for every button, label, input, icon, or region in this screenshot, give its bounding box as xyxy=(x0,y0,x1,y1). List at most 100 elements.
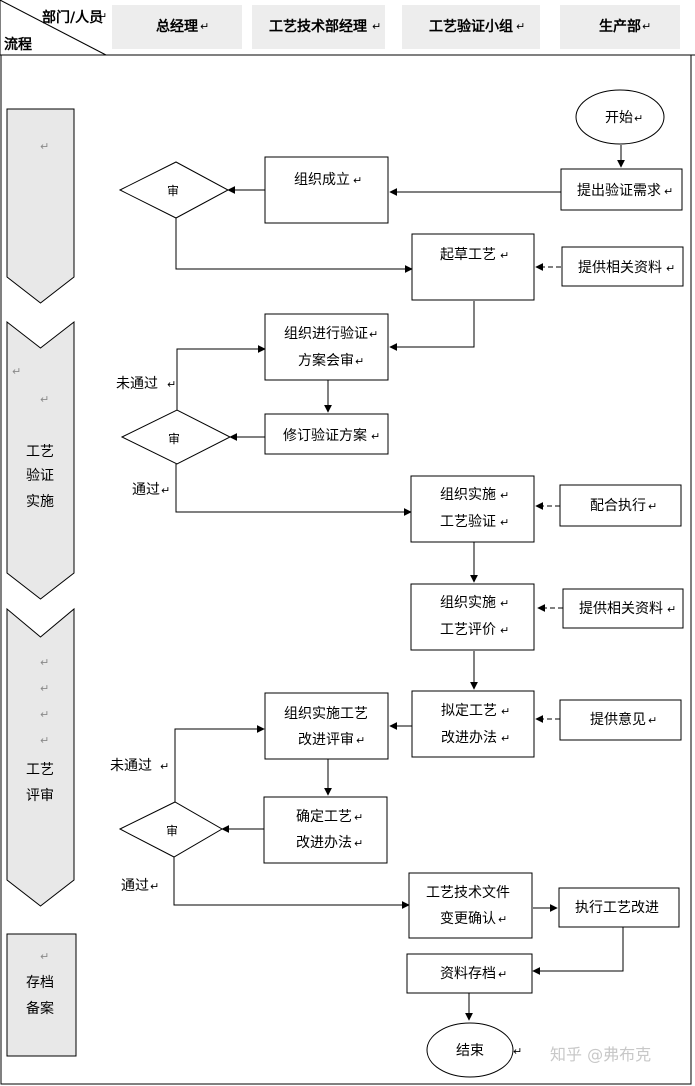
pmark-cooperate: ↵ xyxy=(648,500,657,513)
edge-review2-pass xyxy=(175,464,412,516)
edge-review3-fail xyxy=(174,725,265,802)
node-revise-plan xyxy=(264,413,389,455)
node-review3 xyxy=(118,801,223,858)
header-corner-bottom: 流程 xyxy=(4,36,32,53)
pmark-header-4: ↵ xyxy=(642,20,651,33)
pmark-eval-1: ↵ xyxy=(500,597,509,610)
node-review2 xyxy=(120,409,232,465)
pmark-fail1: ↵ xyxy=(167,378,176,391)
node-implement-verify xyxy=(410,475,535,543)
pmark-revise: ↵ xyxy=(371,430,380,443)
nodes xyxy=(118,89,684,1078)
node-labels: 开始 提出验证需求 组织成立 审 起草工艺 提供相关资料 组织进行验证 方案会审… xyxy=(166,110,663,1059)
edge-label-pass2: 通过 xyxy=(121,878,149,894)
label-draft: 起草工艺 xyxy=(440,247,496,263)
node-end xyxy=(426,1022,514,1078)
phase-3-line-2: ↵ xyxy=(40,682,49,695)
label-revise-plan: 修订验证方案 xyxy=(283,427,367,444)
phase-2-line-2: ↵ xyxy=(40,393,49,406)
header-col-tech-manager: 工艺技术部经理 xyxy=(269,18,367,35)
pmark-pass2: ↵ xyxy=(150,880,159,893)
label-provide-info1: 提供相关资料 xyxy=(578,260,662,276)
label-plan-review-line2: 方案会审 xyxy=(298,352,354,369)
pmark-pass1: ↵ xyxy=(161,484,170,497)
phase-3-arrow xyxy=(6,607,75,907)
pmark-draftimp-1: ↵ xyxy=(501,705,510,718)
phase-1-arrow xyxy=(6,108,75,304)
phase-2-line-5: 实施 xyxy=(26,494,54,510)
pmark-header-corner: ↵ xyxy=(98,10,107,23)
header-cell-tech-manager xyxy=(252,5,385,49)
header-cell-general-manager xyxy=(112,5,242,49)
label-propose: 提出验证需求 xyxy=(577,183,661,199)
phase-4-line-1: ↵ xyxy=(40,950,49,963)
label-implement-eval-line1: 组织实施 xyxy=(440,595,496,611)
phase-2-line-1: ↵ xyxy=(12,365,21,378)
header-col-general-manager: 总经理 xyxy=(156,18,198,35)
phase-4-line-2: 存档 xyxy=(26,975,54,991)
node-provide-opinion xyxy=(559,699,682,741)
phase-2-arrow xyxy=(6,320,75,600)
phase-3-line-4: ↵ xyxy=(40,734,49,747)
label-start: 开始 xyxy=(605,110,633,126)
node-cooperate xyxy=(559,484,682,527)
label-execute-improve: 执行工艺改进 xyxy=(575,900,659,916)
phase-3-line-3: ↵ xyxy=(40,708,49,721)
pmark-organize: ↵ xyxy=(353,174,362,187)
pmark-fail2: ↵ xyxy=(160,760,169,773)
label-implement-verify-line1: 组织实施 xyxy=(440,487,496,503)
phase-4-box xyxy=(6,933,77,1057)
pmark-eval-2: ↵ xyxy=(500,624,509,637)
label-review1: 审 xyxy=(167,183,179,198)
pmark-header-3: ↵ xyxy=(516,20,525,33)
header-col-verify-team: 工艺验证小组 xyxy=(429,18,513,35)
node-draft xyxy=(411,233,535,301)
node-organize-team xyxy=(264,156,389,224)
label-provide-info2: 提供相关资料 xyxy=(579,601,663,617)
label-draft-improve-line2: 改进办法 xyxy=(441,730,497,746)
label-tech-doc-line1: 工艺技术文件 xyxy=(426,885,510,901)
node-confirm-improve xyxy=(263,796,388,864)
pmark-plan-1: ↵ xyxy=(369,328,378,341)
pmark-archive: ↵ xyxy=(498,968,507,981)
node-archive xyxy=(406,953,533,994)
phase-column: ↵ ↵ ↵ 工艺 验证 实施 ↵ ↵ ↵ ↵ 工艺 评审 ↵ 存档 备案 xyxy=(6,108,77,1057)
label-archive: 资料存档 xyxy=(440,966,496,982)
edge-review3-pass xyxy=(173,857,410,909)
node-draft-improve xyxy=(411,690,535,758)
header-corner-diagonal xyxy=(0,0,107,56)
pmark-info2: ↵ xyxy=(667,603,676,616)
pmark-end: ↵ xyxy=(513,1045,522,1058)
edge-label-pass1: 通过 xyxy=(132,482,160,498)
label-improve-review-line2: 改进评审 xyxy=(298,732,354,748)
phase-3-line-6: 评审 xyxy=(26,788,54,804)
node-provide-info2 xyxy=(562,588,684,629)
phase-3-line-5: 工艺 xyxy=(26,762,54,778)
node-implement-eval xyxy=(410,583,535,651)
pmark-plan-2: ↵ xyxy=(355,355,364,368)
pmark-confirm-1: ↵ xyxy=(354,811,363,824)
node-review1 xyxy=(118,161,230,219)
edge-draft-planreview xyxy=(389,301,475,351)
label-tech-doc-line2: 变更确认 xyxy=(440,911,496,927)
node-tech-doc xyxy=(408,872,533,939)
watermark: 知乎 @弗布克 xyxy=(550,1045,651,1064)
pmark-start: ↵ xyxy=(634,112,643,125)
pmark-header-2: ↵ xyxy=(372,20,381,33)
edge-review2-fail xyxy=(176,345,266,410)
label-implement-verify-line2: 工艺验证 xyxy=(440,514,496,530)
label-end: 结束 xyxy=(456,1043,484,1059)
label-implement-eval-line2: 工艺评价 xyxy=(440,622,496,638)
label-draft-improve-line1: 拟定工艺 xyxy=(441,703,497,719)
pmark-impreview: ↵ xyxy=(356,734,365,747)
pmark-info1: ↵ xyxy=(666,262,675,275)
phase-2-line-4: 验证 xyxy=(26,468,54,484)
phase-1-line-1: ↵ xyxy=(40,140,49,153)
label-provide-opinion: 提供意见 xyxy=(590,711,646,728)
header-col-production: 生产部 xyxy=(599,18,641,35)
pmark-techdoc: ↵ xyxy=(498,913,507,926)
node-improve-review xyxy=(264,692,389,760)
pmark-confirm-2: ↵ xyxy=(354,837,363,850)
label-review2: 审 xyxy=(168,431,180,446)
